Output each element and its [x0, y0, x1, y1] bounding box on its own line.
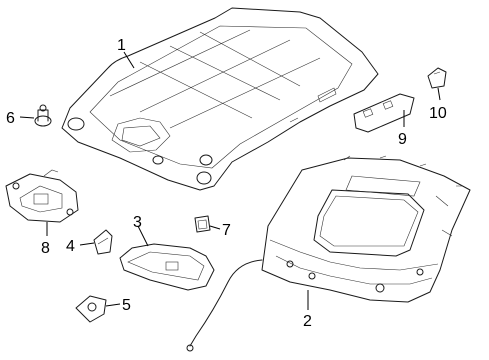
callout-8: 8 — [41, 240, 50, 257]
callout-6: 6 — [6, 110, 15, 127]
callout-1: 1 — [117, 37, 126, 54]
callout-4: 4 — [66, 238, 75, 255]
callout-3: 3 — [133, 214, 142, 231]
callout-5: 5 — [122, 297, 131, 314]
courtesy-lamp — [353, 93, 415, 133]
callout-9: 9 — [398, 131, 407, 148]
callout-7: 7 — [222, 222, 231, 239]
visor-retainer — [75, 295, 107, 323]
callout-labels: 1 2 3 4 5 6 7 8 9 10 — [6, 37, 447, 330]
visor-clip — [93, 229, 113, 255]
grommet — [34, 104, 52, 127]
callout-2: 2 — [303, 313, 312, 330]
roof-frame — [186, 155, 471, 352]
headliner-panel — [61, 7, 379, 191]
callout-10: 10 — [429, 105, 447, 122]
sun-visor — [119, 243, 215, 291]
clip-10 — [427, 67, 447, 89]
leader-lines — [19, 51, 441, 310]
pad — [194, 215, 211, 233]
console-bracket — [5, 169, 79, 223]
